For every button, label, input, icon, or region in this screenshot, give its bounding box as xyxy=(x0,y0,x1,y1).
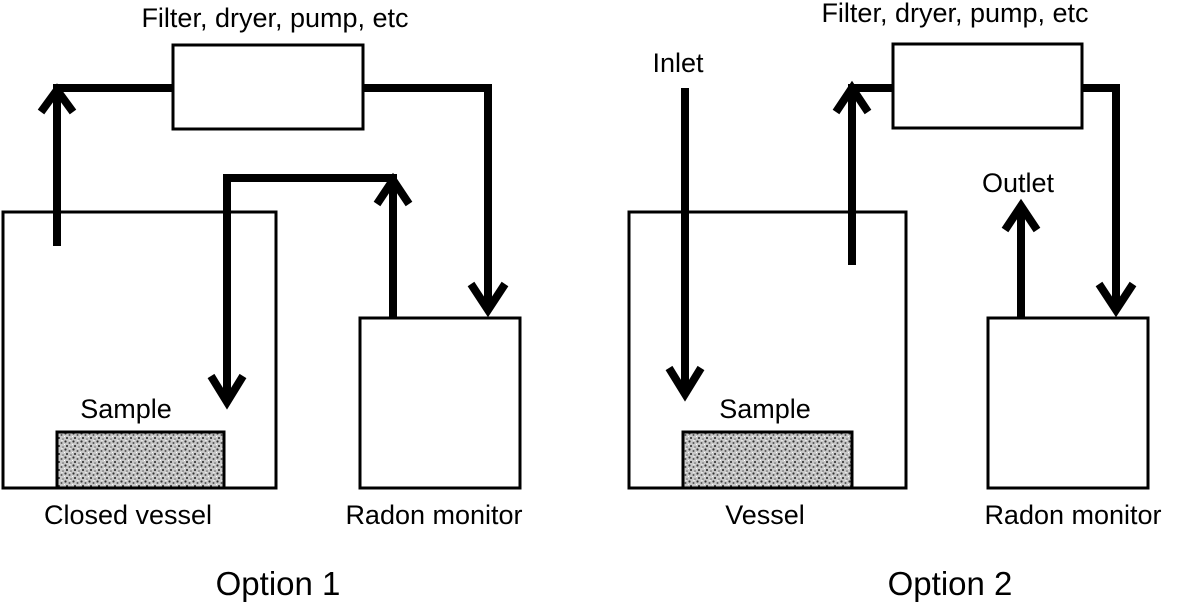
option1-vessel-to-filter-arrow xyxy=(37,83,173,246)
option2-filter-box xyxy=(891,42,1084,130)
option1-monitor-label: Radon monitor xyxy=(345,500,522,530)
option1-sample xyxy=(55,430,226,490)
option-2: Filter, dryer, pump, etc Inlet Outlet Sa… xyxy=(627,0,1162,602)
option2-outlet-arrow xyxy=(1001,198,1041,318)
option1-sample-label: Sample xyxy=(80,394,172,424)
option2-inlet-arrow xyxy=(665,88,705,402)
option1-filter-box xyxy=(171,43,365,131)
option2-monitor-label: Radon monitor xyxy=(984,500,1161,530)
option1-filter-label: Filter, dryer, pump, etc xyxy=(141,3,408,33)
option2-vessel-label: Vessel xyxy=(725,500,805,530)
option1-monitor-to-vessel-arrow xyxy=(207,172,413,410)
option1-radon-monitor xyxy=(358,316,522,490)
option1-caption: Option 1 xyxy=(216,565,341,602)
option2-filter-to-monitor-arrow xyxy=(1082,84,1137,318)
option2-caption: Option 2 xyxy=(888,565,1013,602)
option2-filter-label: Filter, dryer, pump, etc xyxy=(821,0,1088,28)
option1-vessel-label: Closed vessel xyxy=(44,500,212,530)
option1-filter-to-monitor-arrow xyxy=(363,84,509,318)
option2-vessel-to-filter-arrow xyxy=(832,80,893,265)
option-1: Filter, dryer, pump, etc Sample Closed v… xyxy=(1,3,523,602)
option2-radon-monitor xyxy=(986,316,1150,490)
option2-sample-label: Sample xyxy=(719,394,811,424)
option2-inlet-label: Inlet xyxy=(652,48,704,78)
option2-sample xyxy=(681,430,854,490)
option2-outlet-label: Outlet xyxy=(982,168,1055,198)
